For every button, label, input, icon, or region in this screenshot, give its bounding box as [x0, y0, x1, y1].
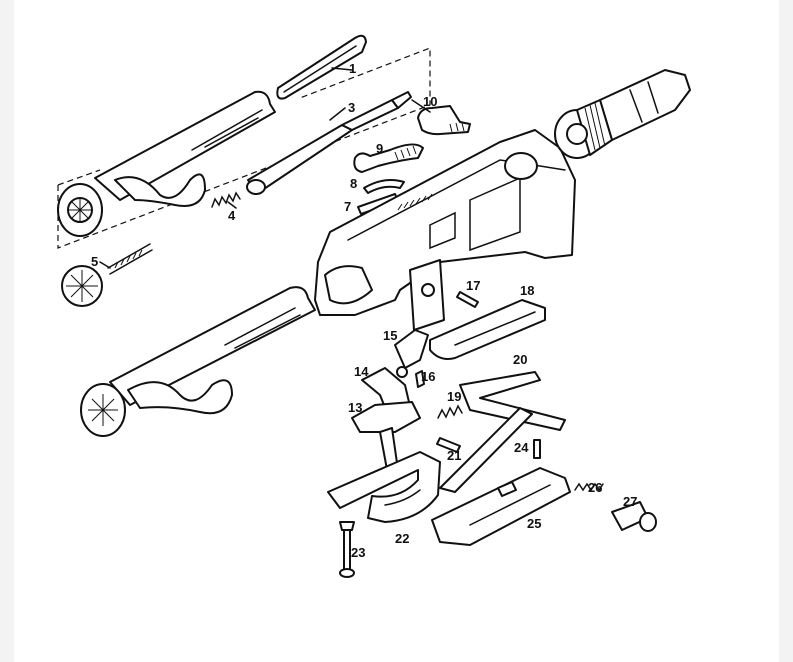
- part-23-screw: [339, 521, 355, 578]
- callout-15: 15: [383, 328, 397, 343]
- callout-8: 8: [350, 176, 357, 191]
- callout-10: 10: [423, 94, 437, 109]
- callout-13: 13: [348, 400, 362, 415]
- part-22-trigger-guard: [327, 451, 441, 523]
- part-4-spring: [211, 191, 241, 208]
- part-9-safety-lever: [353, 143, 424, 173]
- callout-19: 19: [447, 389, 461, 404]
- bolt-body-lower: [109, 286, 316, 406]
- part-13-trigger: [351, 401, 421, 433]
- callout-26: 26: [588, 480, 602, 495]
- bolt-handle-upper: [114, 173, 206, 207]
- callout-18: 18: [520, 283, 534, 298]
- bolt-body-upper: [94, 90, 276, 201]
- callout-1: 1: [349, 61, 356, 76]
- part-25-floor-plate: [431, 467, 571, 546]
- callout-20: 20: [513, 352, 527, 367]
- part-26-spring: [574, 482, 604, 492]
- part-18-magazine-follower: [429, 299, 546, 360]
- part-16-pin: [415, 370, 425, 388]
- part-15-sear: [394, 329, 429, 369]
- part-27-latch: [611, 501, 657, 532]
- bolt-assembly-outline: [57, 47, 431, 249]
- callout-16: 16: [421, 369, 435, 384]
- callout-labels: 1 3 4 5 7 8 9 10 13 14 15 16 17 18 19 20…: [91, 61, 637, 560]
- callout-14: 14: [354, 364, 369, 379]
- callout-7: 7: [344, 199, 351, 214]
- callout-9: 9: [376, 141, 383, 156]
- bolt-handle-lower: [127, 379, 233, 415]
- part-17-pin: [456, 291, 479, 308]
- part-10-safety: [417, 105, 471, 136]
- callout-4: 4: [228, 208, 236, 223]
- callout-3: 3: [348, 100, 355, 115]
- part-5-cocking-piece: [61, 243, 153, 307]
- callout-5: 5: [91, 254, 98, 269]
- callout-25: 25: [527, 516, 541, 531]
- callout-27: 27: [623, 494, 637, 509]
- part-19-spring: [437, 404, 463, 419]
- part-8-spring-leaf: [363, 179, 405, 194]
- barrel: [554, 69, 691, 159]
- callout-23: 23: [351, 545, 365, 560]
- callout-17: 17: [466, 278, 480, 293]
- callout-22: 22: [395, 531, 409, 546]
- part-24-pin: [533, 439, 541, 459]
- part-21-pin: [436, 437, 461, 453]
- callout-24: 24: [514, 440, 529, 455]
- callout-21: 21: [447, 448, 461, 463]
